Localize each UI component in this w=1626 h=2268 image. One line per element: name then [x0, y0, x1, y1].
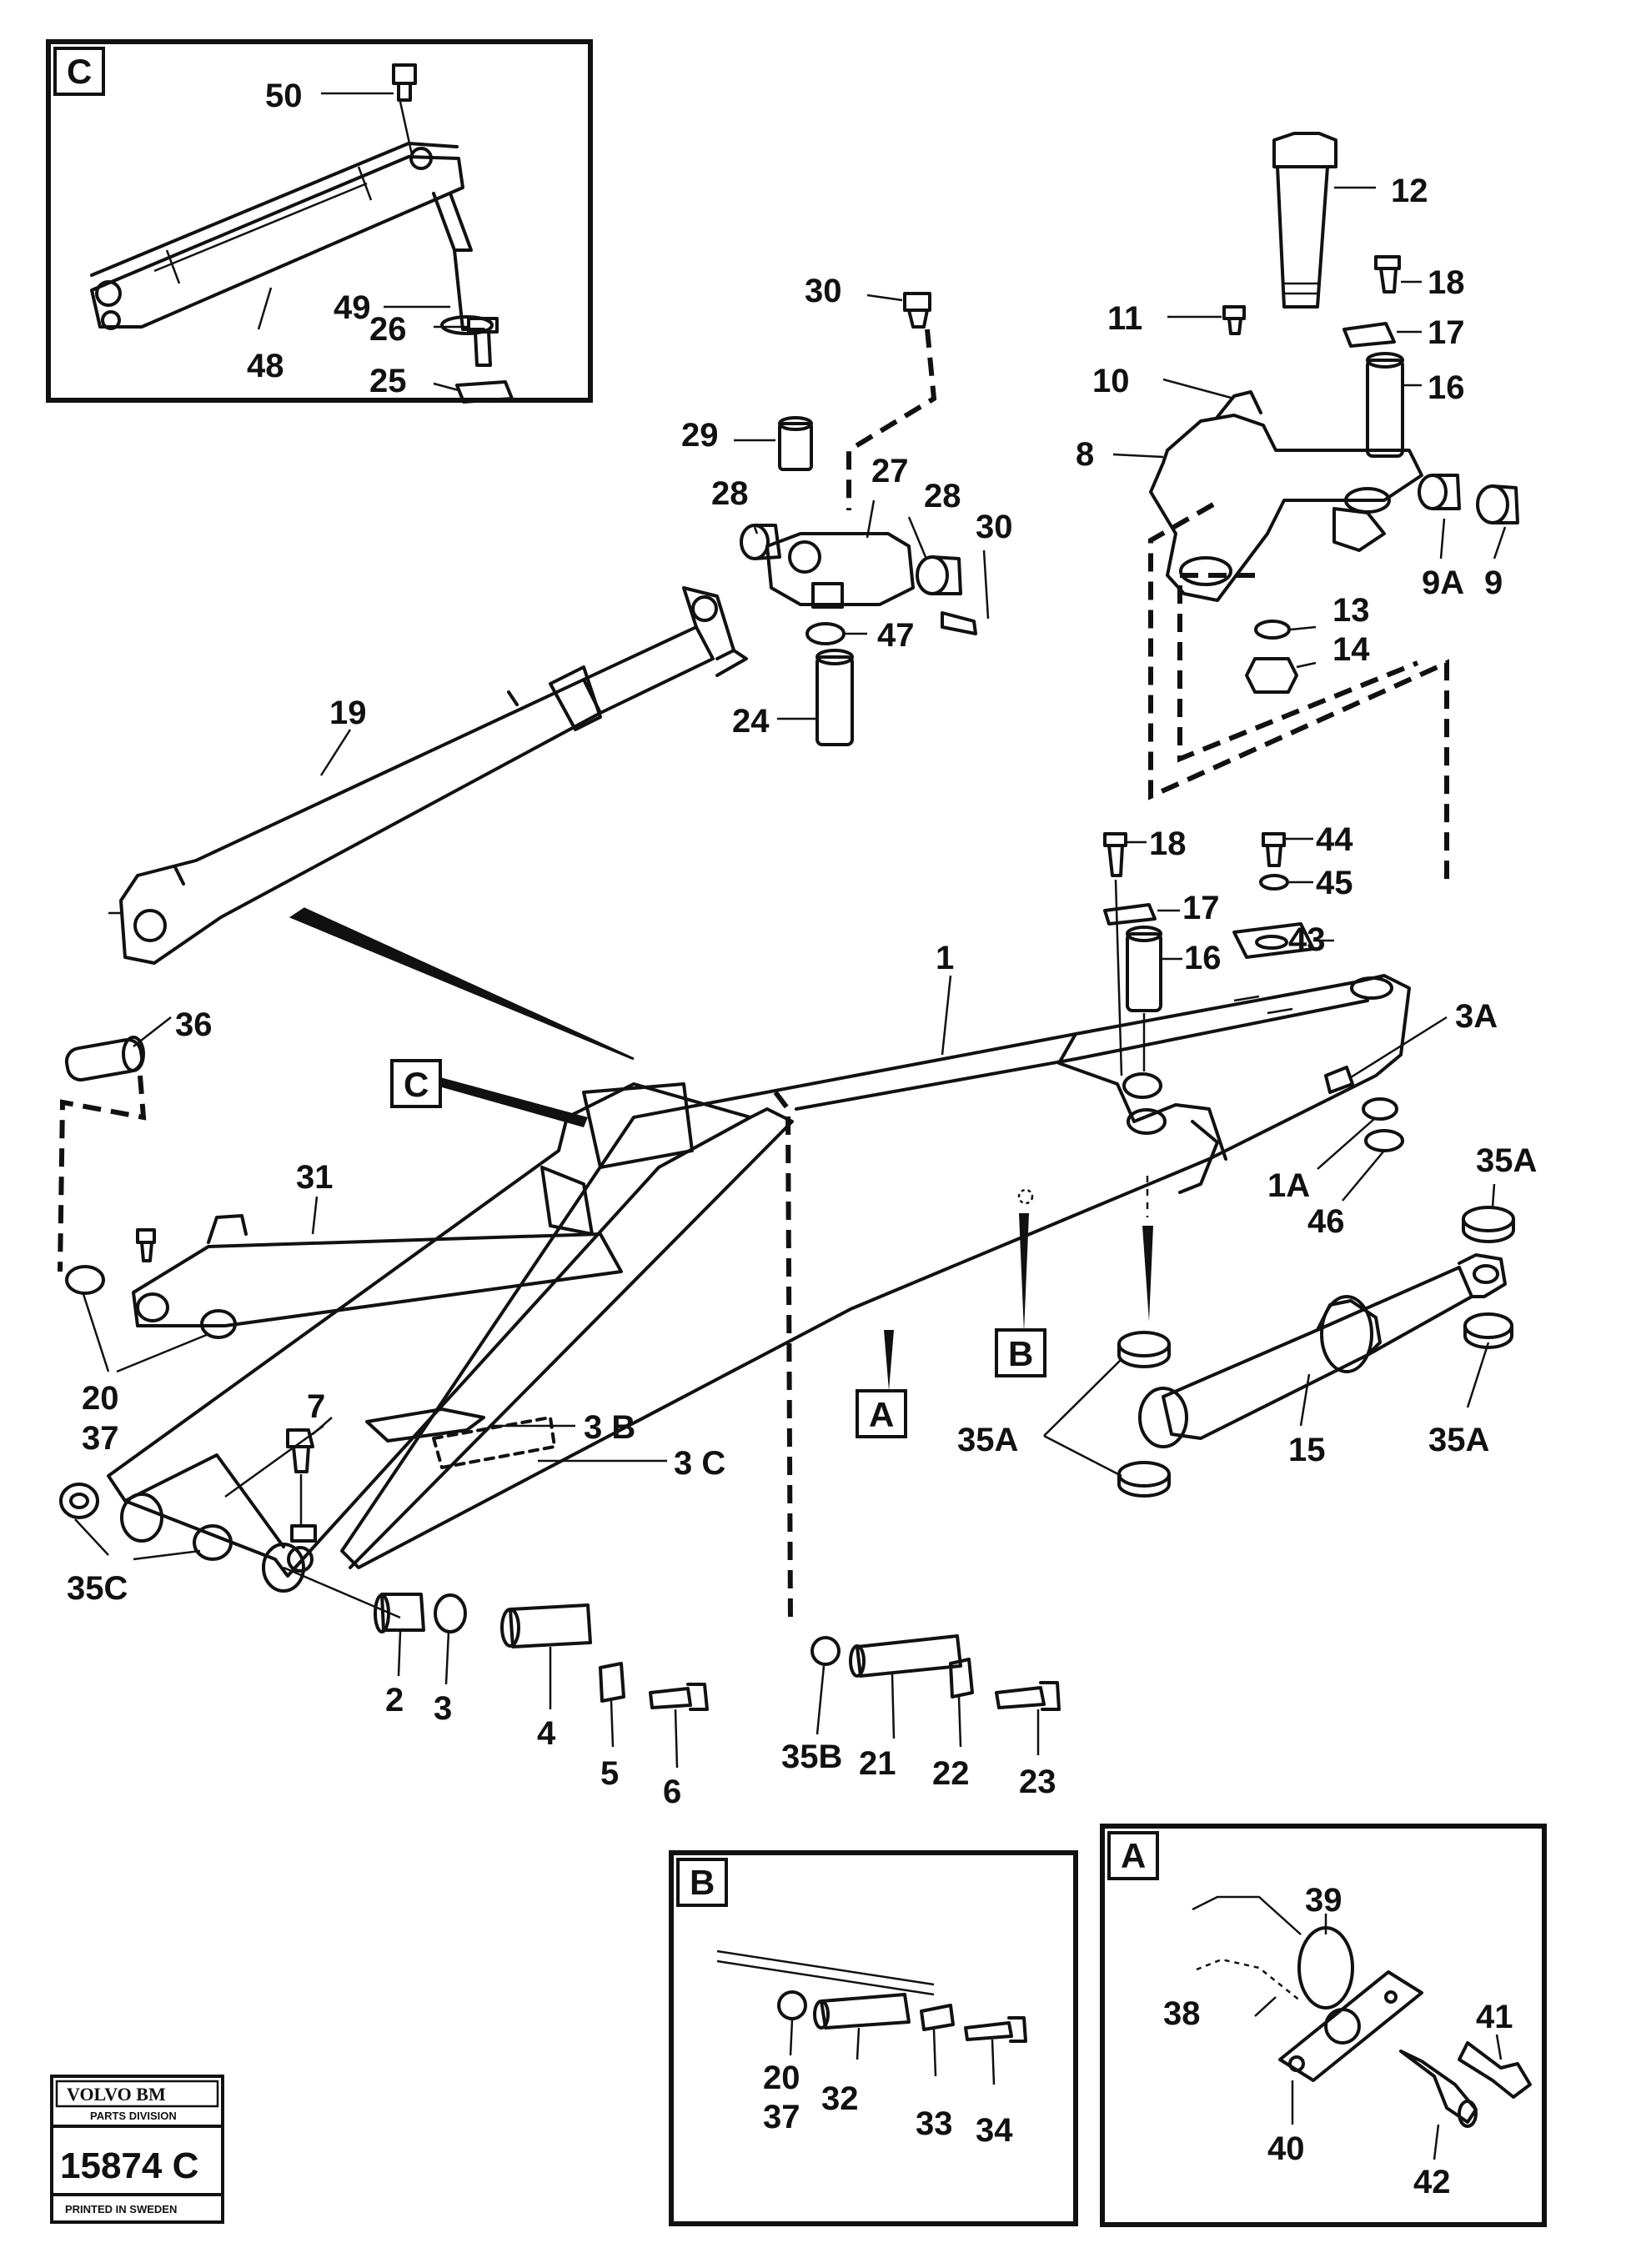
- label-47: 47: [877, 617, 915, 654]
- callout-b-letter: B: [1008, 1334, 1033, 1373]
- label-9a: 9A: [1422, 564, 1464, 601]
- inset-c-letter: C: [67, 52, 92, 91]
- label-14: 14: [1332, 631, 1370, 668]
- direction-arrow: [289, 907, 635, 1061]
- hydraulic-cylinder-19: 19: [108, 586, 748, 965]
- label-3c: 3 C: [674, 1445, 725, 1482]
- label-25: 25: [369, 363, 407, 399]
- pin-49: [432, 192, 494, 335]
- label-37-inset: 37: [763, 2099, 800, 2135]
- label-10: 10: [1092, 363, 1130, 399]
- pin-bracket-group: 30 26 25 29 28 27 28 30 47 24: [369, 273, 1013, 746]
- label-20-main: 20: [82, 1380, 119, 1417]
- label-30-right: 30: [976, 509, 1013, 545]
- label-35c: 35C: [67, 1570, 128, 1607]
- label-32: 32: [821, 2080, 859, 2117]
- label-1a: 1A: [1267, 1167, 1310, 1204]
- label-8: 8: [1076, 436, 1094, 473]
- inset-a-letter: A: [1121, 1836, 1146, 1875]
- label-36: 36: [175, 1006, 213, 1043]
- inset-b: B 20 37 32 33 34: [669, 1850, 1078, 2226]
- label-50: 50: [265, 78, 303, 114]
- label-37-main: 37: [82, 1420, 119, 1457]
- label-30-top: 30: [805, 273, 842, 309]
- label-35b: 35B: [781, 1739, 842, 1775]
- label-29: 29: [681, 417, 719, 454]
- label-23: 23: [1019, 1764, 1056, 1800]
- logo-division: PARTS DIVISION: [90, 2110, 177, 2122]
- label-9: 9: [1484, 564, 1503, 601]
- callout-c-letter: C: [404, 1065, 429, 1104]
- label-35a-top: 35A: [1476, 1142, 1537, 1179]
- pivot-pin-group: 35C 2 3 4 5 6: [59, 1483, 709, 1810]
- label-35a-right: 35A: [1428, 1422, 1489, 1458]
- label-7: 7: [307, 1388, 325, 1425]
- label-1: 1: [936, 940, 954, 976]
- label-48: 48: [247, 348, 284, 384]
- label-18-mid: 18: [1149, 825, 1187, 862]
- label-12: 12: [1391, 173, 1428, 209]
- label-3: 3: [434, 1690, 452, 1727]
- logo-printed: PRINTED IN SWEDEN: [65, 2203, 177, 2215]
- label-49: 49: [334, 289, 371, 326]
- label-38: 38: [1163, 1995, 1201, 2032]
- label-41: 41: [1476, 1999, 1513, 2035]
- label-42: 42: [1413, 2164, 1451, 2200]
- label-3a: 3A: [1455, 998, 1498, 1035]
- grease-nipple-50: [392, 63, 417, 102]
- frame-top-fasteners: 18 44 45 17 43 16: [1103, 821, 1353, 1076]
- main-frame: 1 7 3 B 3 C: [107, 940, 1411, 1593]
- label-13: 13: [1332, 592, 1370, 629]
- label-3b: 3 B: [584, 1409, 635, 1446]
- label-26: 26: [369, 311, 407, 348]
- label-33: 33: [916, 2105, 953, 2142]
- callout-c: C: [390, 1059, 588, 1127]
- label-22: 22: [932, 1755, 970, 1792]
- label-39: 39: [1305, 1882, 1342, 1919]
- link-arm-31: 36 31 20 37: [58, 1006, 623, 1457]
- volvo-bm-logo: VOLVO BM PARTS DIVISION 15874 C PRINTED …: [50, 2075, 224, 2224]
- label-4: 4: [537, 1715, 556, 1752]
- logo-number: 15874 C: [60, 2145, 198, 2186]
- label-17-mid: 17: [1182, 890, 1220, 926]
- label-16-mid: 16: [1184, 940, 1222, 976]
- label-40: 40: [1267, 2130, 1305, 2167]
- label-17-top: 17: [1428, 314, 1465, 351]
- label-6: 6: [663, 1774, 681, 1810]
- callout-b: B: [995, 1188, 1046, 1377]
- label-34: 34: [976, 2112, 1013, 2149]
- callout-a: A: [856, 1330, 907, 1438]
- label-27: 27: [871, 453, 909, 489]
- label-28-left: 28: [711, 475, 749, 512]
- label-43: 43: [1288, 921, 1326, 958]
- label-18-top: 18: [1428, 264, 1465, 301]
- label-46: 46: [1307, 1203, 1345, 1240]
- label-19: 19: [329, 695, 367, 731]
- inset-b-letter: B: [690, 1863, 715, 1902]
- label-11: 11: [1107, 300, 1142, 337]
- label-20-inset: 20: [763, 2060, 800, 2096]
- stop-parts: 3A 1A 46: [1267, 998, 1498, 1240]
- inset-a: A 39 41 38 40 42: [1100, 1824, 1547, 2227]
- label-44: 44: [1316, 821, 1353, 858]
- steering-bracket-group: 12 18 11 17 10 16 8 9A 9 13 14: [1076, 132, 1519, 884]
- lower-pin-group: 35B 21 22 23: [773, 1091, 1061, 1800]
- link-bar: [90, 142, 464, 330]
- label-5: 5: [600, 1755, 619, 1792]
- logo-brand: VOLVO BM: [67, 2084, 166, 2105]
- inset-c: C 50 49 48: [46, 39, 593, 403]
- callout-a-letter: A: [869, 1395, 894, 1434]
- label-35a-left: 35A: [957, 1422, 1018, 1458]
- label-16-top: 16: [1428, 369, 1465, 406]
- label-21: 21: [859, 1745, 896, 1782]
- label-24: 24: [732, 703, 770, 740]
- label-45: 45: [1316, 865, 1353, 901]
- label-2: 2: [385, 1682, 404, 1719]
- hydraulic-cylinder-15: 35A 35A 35A 15: [957, 1142, 1537, 1498]
- label-31: 31: [296, 1159, 334, 1196]
- label-15: 15: [1288, 1432, 1326, 1468]
- label-28-right: 28: [924, 478, 961, 514]
